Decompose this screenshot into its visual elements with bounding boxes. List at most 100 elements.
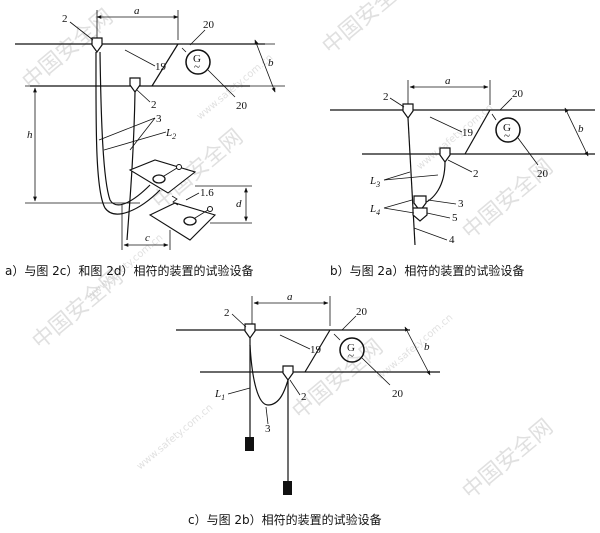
label-1-6: 1.6 <box>200 187 214 199</box>
label-20: 20 <box>512 88 524 100</box>
leader-line <box>413 227 448 241</box>
leader-line <box>207 69 236 98</box>
leader-line <box>361 357 391 386</box>
watermark-url: www.safety.com.cn <box>135 402 215 472</box>
label-2: 2 <box>473 168 479 180</box>
leader-line <box>231 313 247 328</box>
rail-diagonal <box>464 109 491 155</box>
panel-c: a b G ~ 20 20 2 2 19 L1 3 c）与图 2b）相符的装置的… <box>176 291 440 527</box>
panel-a: b a G ~ 20 20 2 2 19 3 L2 <box>5 5 285 278</box>
leader-line <box>333 333 341 341</box>
label-b: b <box>268 57 274 69</box>
label-a: a <box>287 291 293 303</box>
weight-icon <box>245 437 254 451</box>
leader-line <box>136 89 151 103</box>
leader-line <box>189 29 206 46</box>
clamp-icon <box>183 216 197 226</box>
label-5: 5 <box>452 212 458 224</box>
cable-holder-icon <box>244 323 256 340</box>
cable-down <box>126 91 136 241</box>
generator-icon <box>495 117 521 143</box>
generator-tilde: ~ <box>348 350 354 362</box>
cable-loop-inner <box>99 51 151 206</box>
cable-holder-icon <box>402 103 414 120</box>
leader-line <box>427 199 457 205</box>
dimension-b <box>404 326 431 376</box>
leader-line <box>499 97 513 111</box>
leader-line <box>124 49 156 67</box>
leader-line <box>69 21 94 41</box>
leader-line <box>426 212 451 219</box>
leader-line <box>289 379 301 396</box>
leader-line <box>383 174 439 181</box>
label-a: a <box>134 5 140 17</box>
label-2: 2 <box>224 307 230 319</box>
caption-b: b）与图 2a）相符的装置的试验设备 <box>330 263 524 278</box>
watermark-text: 中国安全网 <box>18 5 118 95</box>
label-19: 19 <box>462 127 474 139</box>
leader-line <box>491 113 497 121</box>
weight-icon <box>283 481 292 495</box>
leader-line <box>517 137 539 166</box>
weight-icon <box>412 207 428 222</box>
leader-line <box>389 97 405 108</box>
label-3: 3 <box>458 198 464 210</box>
leader-line <box>383 171 411 181</box>
generator-label: G <box>503 122 511 134</box>
leader-line <box>129 117 156 151</box>
rail-diagonal <box>151 43 179 87</box>
rail-diagonal <box>304 329 331 373</box>
dimension-b <box>254 39 276 93</box>
cable-vertical <box>407 117 416 246</box>
label-4: 4 <box>449 234 455 246</box>
label-20: 20 <box>356 306 368 318</box>
generator-label: G <box>347 342 355 354</box>
generator-icon <box>339 337 365 363</box>
clamp-icon <box>152 174 166 184</box>
clamp-knob-icon <box>176 164 182 170</box>
test-plate-lower <box>148 202 217 241</box>
label-3: 3 <box>265 423 271 435</box>
dimension-b <box>564 107 589 157</box>
generator-tilde: ~ <box>194 61 200 73</box>
label-2: 2 <box>301 391 307 403</box>
label-d: d <box>236 198 242 210</box>
cable-holder-icon <box>282 365 294 382</box>
cable-loop <box>249 344 289 406</box>
label-L2: L2 <box>165 127 176 141</box>
label-20: 20 <box>203 19 215 31</box>
weight-icon <box>413 195 427 212</box>
watermark-text: 中国安全网 <box>458 415 558 505</box>
label-2: 2 <box>62 13 68 25</box>
leader-line <box>103 131 167 151</box>
label-20: 20 <box>537 168 549 180</box>
leader-line <box>383 207 415 214</box>
label-19: 19 <box>155 61 167 73</box>
label-3: 3 <box>156 113 162 125</box>
leader-line <box>265 406 269 425</box>
label-2: 2 <box>151 99 157 111</box>
leader-line <box>447 159 473 173</box>
generator-label: G <box>193 53 201 65</box>
label-2: 2 <box>383 91 389 103</box>
leader-line <box>383 199 413 209</box>
label-19: 19 <box>310 344 322 356</box>
leader-line <box>181 47 187 53</box>
cable-loop <box>95 51 161 215</box>
clamp-arm <box>194 209 209 219</box>
watermark-text: 中国安全网 <box>288 335 388 425</box>
label-h: h <box>27 129 33 141</box>
leader-line <box>227 387 251 395</box>
panel-b: a b G ~ 20 20 2 2 19 L3 L4 3 5 4 b）与图 2 <box>330 75 595 278</box>
caption-a: a）与图 2c）和图 2d）相符的装置的试验设备 <box>5 263 253 278</box>
label-a: a <box>445 75 451 87</box>
leader-line <box>341 315 357 331</box>
leader-line <box>279 334 311 350</box>
label-20: 20 <box>236 100 248 112</box>
cable-holder-icon <box>91 37 103 54</box>
leader-line <box>429 116 463 133</box>
break-mark <box>171 195 179 206</box>
label-b: b <box>424 341 430 353</box>
clamp-knob-icon <box>207 206 213 212</box>
